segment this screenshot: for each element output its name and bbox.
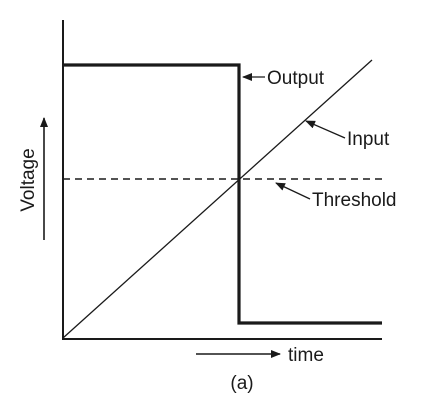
input-pointer-arrow — [305, 120, 346, 139]
input-ramp-line — [62, 59, 373, 339]
threshold-pointer-arrow — [275, 182, 311, 200]
figure-caption: (a) — [230, 373, 253, 394]
y-axis-label: Voltage — [18, 148, 39, 211]
x-axis-label: time — [288, 345, 324, 366]
output-label: Output — [267, 68, 325, 89]
threshold-label: Threshold — [312, 190, 397, 211]
output-step-line — [63, 63, 382, 325]
input-label: Input — [347, 129, 390, 150]
